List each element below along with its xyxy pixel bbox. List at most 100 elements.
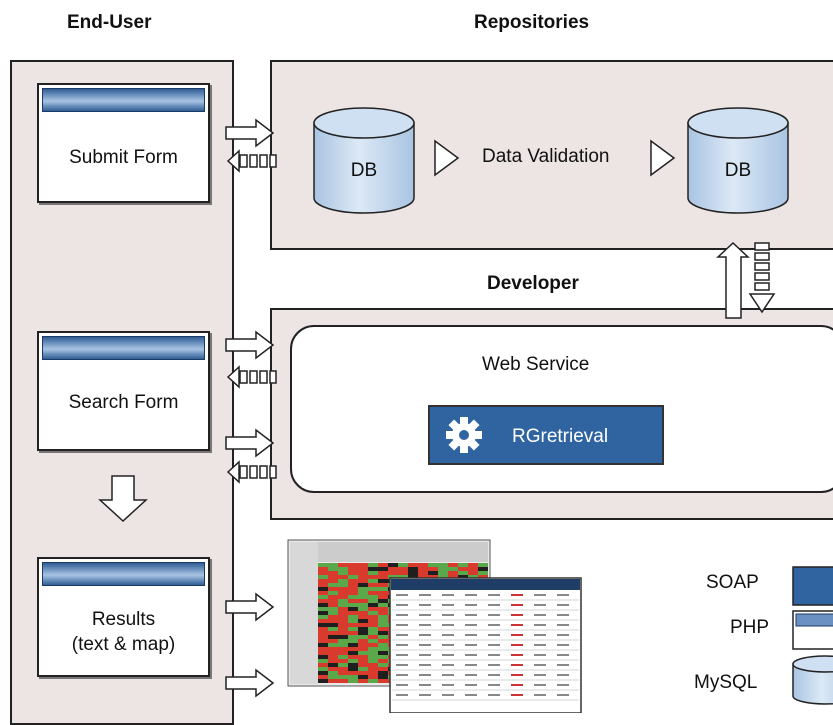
heatmap-cell [398, 575, 408, 579]
heatmap-cell [358, 595, 368, 599]
table-cell [534, 604, 546, 606]
table-cell [488, 624, 500, 626]
heatmap-cell [358, 615, 368, 619]
heatmap-cell [378, 679, 388, 683]
table-cell [511, 614, 523, 616]
heatmap-cell [338, 667, 348, 671]
table-cell [419, 634, 431, 636]
db-right-label: DB [724, 160, 752, 181]
heatmap-cell [348, 667, 358, 671]
heatmap-cell [318, 639, 328, 643]
heatmap-cell [338, 579, 348, 583]
heatmap-cell [348, 675, 358, 679]
heatmap-cell [318, 595, 328, 599]
heatmap-cell [348, 575, 358, 579]
heatmap-cell [378, 563, 388, 567]
results-box[interactable]: Results (text & map) [37, 557, 210, 677]
heatmap-cell [338, 659, 348, 663]
heatmap-cell [338, 603, 348, 607]
heatmap-cell [458, 567, 468, 571]
heatmap-cell [368, 655, 378, 659]
heatmap-cell [328, 643, 338, 647]
arrow-right-icon [225, 118, 275, 148]
gear-icon [442, 413, 486, 457]
heatmap-cell [418, 563, 428, 567]
table-cell [419, 654, 431, 656]
heatmap-cell [428, 575, 438, 579]
heatmap-cell [358, 579, 368, 583]
table-cell [396, 674, 408, 676]
rgretrieval-button[interactable]: RGretrieval [428, 405, 664, 465]
heatmap-cell [378, 675, 388, 679]
heatmap-cell [328, 647, 338, 651]
database-right-icon [687, 107, 789, 214]
heatmap-cell [328, 659, 338, 663]
heatmap-cell [378, 647, 388, 651]
heatmap-cell [478, 563, 488, 567]
table-cell [396, 694, 408, 696]
table-cell [396, 654, 408, 656]
heatmap-cell [328, 603, 338, 607]
heatmap-cell [328, 667, 338, 671]
heatmap-cell [328, 595, 338, 599]
heatmap-cell [338, 639, 348, 643]
results-label-line1: Results [91, 609, 156, 630]
heatmap-cell [378, 599, 388, 603]
heatmap-cell [358, 607, 368, 611]
search-form-box[interactable]: Search Form [37, 331, 210, 451]
arrow-right-icon [225, 592, 275, 622]
heatmap-cell [378, 595, 388, 599]
table-cell [511, 634, 523, 636]
table-cell [465, 654, 477, 656]
heatmap-cell [348, 623, 358, 627]
data-validation-label: Data Validation [482, 146, 610, 167]
table-cell [465, 644, 477, 646]
heatmap-cell [328, 575, 338, 579]
heatmap-cell [328, 635, 338, 639]
submit-form-box[interactable]: Submit Form [37, 83, 210, 203]
heatmap-cell [348, 639, 358, 643]
table-cell [488, 694, 500, 696]
heatmap-cell [328, 651, 338, 655]
heatmap-cell [408, 571, 418, 575]
heatmap-cell [368, 587, 378, 591]
table-cell [442, 614, 454, 616]
heatmap-cell [318, 651, 328, 655]
heatmap-cell [348, 599, 358, 603]
table-cell [396, 604, 408, 606]
table-cell [465, 624, 477, 626]
heatmap-cell [378, 579, 388, 583]
heatmap-cell [358, 663, 368, 667]
heatmap-cell [318, 659, 328, 663]
table-cell [511, 694, 523, 696]
table-cell [488, 664, 500, 666]
heatmap-cell [378, 659, 388, 663]
heatmap-cell [378, 575, 388, 579]
heatmap-cell [468, 567, 478, 571]
heatmap-cell [348, 615, 358, 619]
heatmap-cell [368, 663, 378, 667]
heatmap-cell [458, 575, 468, 579]
table-cell [396, 644, 408, 646]
heatmap-cell [318, 575, 328, 579]
heatmap-cell [338, 619, 348, 623]
table-cell [419, 684, 431, 686]
table-cell [488, 654, 500, 656]
arrow-right-icon [225, 330, 275, 360]
heatmap-cell [378, 567, 388, 571]
table-cell [534, 594, 546, 596]
table-cell [465, 634, 477, 636]
table-cell [442, 654, 454, 656]
heatmap-cell [348, 591, 358, 595]
form-title-bar [42, 562, 205, 586]
heatmap-cell [388, 567, 398, 571]
heatmap-cell [328, 671, 338, 675]
heatmap-cell [328, 639, 338, 643]
heatmap-cell [318, 647, 328, 651]
heatmap-cell [338, 671, 348, 675]
table-cell [511, 674, 523, 676]
heatmap-cell [358, 635, 368, 639]
heatmap-cell [348, 611, 358, 615]
heatmap-cell [348, 643, 358, 647]
arrow-down-icon [98, 475, 148, 523]
